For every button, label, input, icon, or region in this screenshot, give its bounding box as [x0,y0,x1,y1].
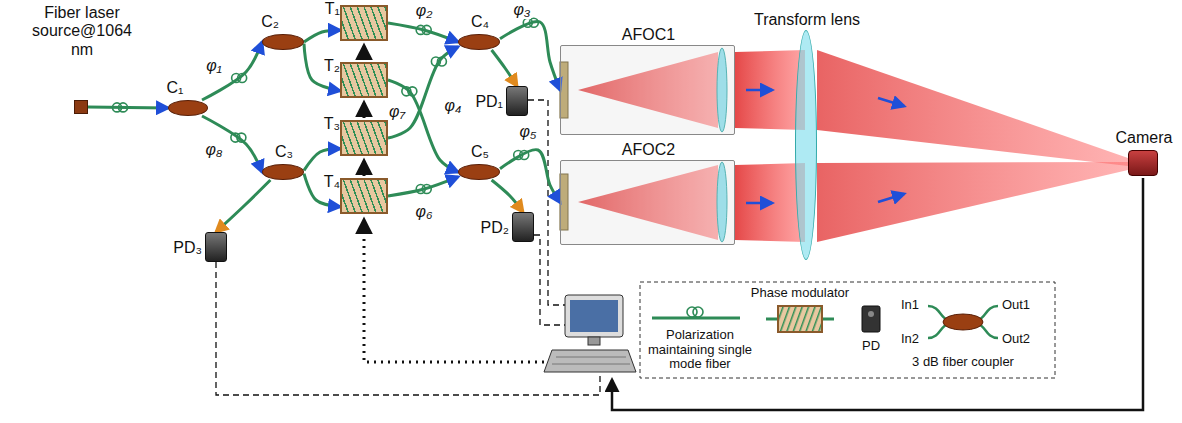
phase-label: φ₅ [519,123,538,141]
phase-label: φ₁ [205,57,222,75]
laser-source: Fiber laser source@1064 nm [74,100,88,114]
fiber-connector [388,47,458,138]
fiber-coil [431,57,446,66]
phase-modulator: T₄ [340,178,388,214]
component-label: AFOC2 [622,141,675,159]
phase-label: φ₂ [415,2,434,20]
port-label: Out1 [1002,298,1030,313]
fiber-connector [304,149,340,171]
fiber-connector [304,30,340,42]
legend-text: 3 dB fiber coupler [893,355,1033,370]
fiber-coupler: C₃ [262,164,304,180]
fiber-coil [523,18,538,27]
fiber-coil [113,103,128,112]
port-label: Out2 [1002,332,1030,347]
phase-label: φ₆ [415,203,434,221]
legend-modulator-sample [766,306,834,332]
component-label: Fiber laser source@1064 nm [20,4,145,59]
fiber-connector [202,42,262,100]
fiber-connector [216,180,270,232]
beam-direction-arrow [746,90,904,203]
transform-lens: Transform lens [795,30,817,260]
fiber-connector [388,80,458,172]
component-label: PD₃ [173,239,202,257]
fiber-connector [500,21,560,90]
legend-pd-sample [862,306,880,332]
collimator: AFOC2 [560,160,735,245]
phase-modulator: T₃ [340,120,388,156]
legend-coupler-sample [928,306,998,338]
phase-label: φ₇ [388,103,406,121]
port-label: In2 [901,332,919,347]
fiber-connector [388,23,458,42]
component-label: PD₁ [475,93,503,111]
component-label: Camera [1116,129,1173,147]
photodetector: PD₁ [506,86,528,116]
legend-text: PD [851,339,891,354]
phase-modulator: T₂ [340,62,388,98]
fiber-connector [304,44,340,91]
fiber-connector [492,50,517,86]
fiber-connector [202,116,262,172]
component-label: C₂ [261,13,279,31]
phase-label: φ₃ [513,1,532,19]
fiber-coupler: C₄ [458,34,500,50]
phase-label: φ₈ [204,141,223,159]
fiber-coil [402,87,417,96]
camera: Camera [1128,150,1158,176]
legend-fiber-sample [652,307,740,318]
phase-modulator: T₁ [340,5,388,41]
detector-signal-line [216,100,600,395]
fiber-coupler: C₁ [168,100,208,116]
fiber-coil [232,73,247,82]
legend-text: Phase modulator [735,286,865,301]
fiber-coil [416,25,431,34]
fiber-connector [304,174,340,207]
legend-text: Polarization maintaining single mode fib… [641,328,759,373]
phase-label: φ₄ [444,97,463,115]
fiber-connector [492,180,523,212]
component-label: T₂ [324,57,340,75]
legend-frame [640,282,1055,378]
collimator: AFOC1 [560,45,735,135]
component-label: Transform lens [754,11,860,29]
fiber-coil [514,151,529,160]
photodetector: PD₂ [512,212,534,242]
component-label: PD₂ [481,219,509,237]
fiber-coupler: C₅ [458,164,500,180]
component-label: C₅ [471,143,489,161]
photodetector: PD₃ [205,232,227,262]
component-label: C₄ [471,13,489,31]
component-label: AFOC1 [622,26,675,44]
port-label: In1 [901,298,919,313]
fiber-coupler: C₂ [262,34,304,50]
computer [544,295,636,372]
component-label: T₃ [324,115,340,133]
component-label: T₄ [324,173,340,191]
component-label: C₁ [167,79,184,97]
component-label: T₁ [325,0,340,18]
fiber-connector [388,177,458,196]
fiber-coil [231,133,246,142]
fiber-coil [416,185,431,194]
component-label: C₃ [275,143,293,161]
